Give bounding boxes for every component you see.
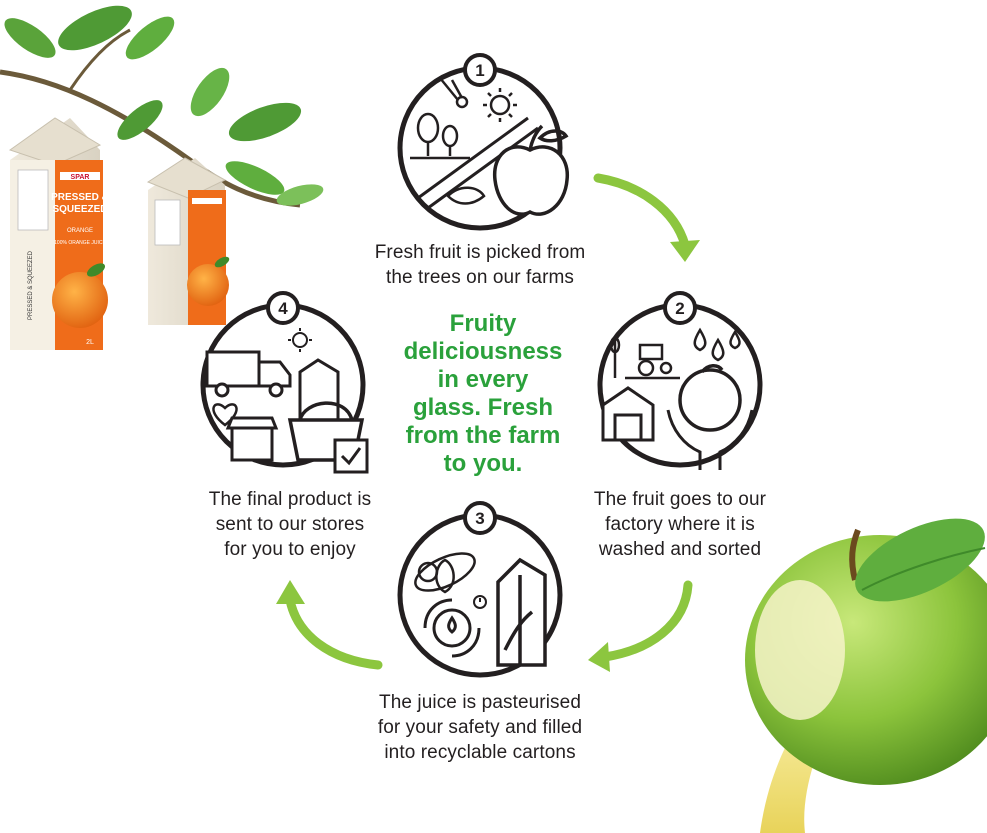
barn-icon (601, 386, 655, 442)
step-1-illustration: 1 (397, 53, 569, 231)
green-apple-decoration (745, 518, 987, 833)
headline-line: deliciousness (403, 338, 563, 365)
headline-line: in every (437, 366, 529, 393)
carton-small (146, 157, 230, 325)
step-1-caption-line: Fresh fruit is picked from (374, 242, 586, 263)
step-2-caption: The fruit goes to our factory where it i… (560, 487, 800, 562)
carton-product-line-1: PRESSED & (51, 192, 109, 203)
clock-icon (473, 595, 487, 609)
headline-line: Fruity (449, 310, 517, 337)
cycle-arrows (276, 173, 700, 672)
step-4-caption-line: for you to enjoy (224, 539, 356, 560)
step-3-number: 3 (475, 509, 484, 528)
step-4-illustration: 4 (200, 291, 369, 474)
apple-icon (493, 124, 569, 216)
branch-leaves-decoration (0, 5, 324, 208)
step-2-caption-line: washed and sorted (598, 539, 762, 560)
step-1-number: 1 (475, 61, 484, 80)
step-3-badge (463, 501, 497, 535)
arrow-step1-to-step2 (593, 173, 690, 250)
heart-icon (212, 403, 238, 427)
arrow-step3-to-step4 (285, 595, 383, 670)
carton-icon (496, 557, 547, 667)
headline-line: glass. Fresh (412, 394, 554, 421)
sun-icon-small (288, 328, 312, 352)
carton-descriptor: 100% ORANGE JUICE (54, 240, 106, 246)
pear-icon (414, 552, 476, 594)
step-1-caption: Fresh fruit is picked from the trees on … (330, 240, 630, 290)
wheat-icon (609, 336, 621, 378)
orange-icon (678, 364, 742, 432)
store-icon (225, 416, 279, 462)
tractor-icon (625, 343, 680, 380)
step-3-illustration: 3 (397, 501, 563, 678)
checkbox-icon (333, 438, 369, 474)
step-4-caption: The final product is sent to our stores … (175, 487, 405, 562)
carton-size: 2L (86, 339, 94, 346)
step-2-number: 2 (675, 299, 684, 318)
branch-icon (417, 116, 539, 210)
center-headline: Fruity deliciousness in every glass. Fre… (372, 310, 594, 478)
carton-flavour: ORANGE (67, 228, 93, 234)
truck-icon (205, 350, 292, 398)
arrow-step2-to-step3 (600, 580, 693, 662)
tree-icon (410, 112, 470, 160)
step-2-caption-line: factory where it is (605, 514, 755, 535)
carton-product-line-2: SQUEEZED (52, 204, 107, 215)
carton-large: SPAR PRESSED & SQUEEZED ORANGE 100% ORAN… (8, 117, 109, 350)
step-1-badge (463, 53, 497, 87)
step-3-caption: The juice is pasteurised for your safety… (335, 690, 625, 765)
milk-carton-icon (298, 358, 340, 430)
step-1-caption-line: the trees on our farms (385, 267, 575, 288)
step-4-caption-line: sent to our stores (215, 514, 365, 535)
sun-icon (483, 88, 517, 122)
step-2-badge (663, 291, 697, 325)
step-3-caption-line: for your safety and filled (377, 717, 583, 738)
step-2-caption-line: The fruit goes to our (593, 489, 767, 510)
leaf-icon (446, 186, 486, 205)
orange-fruit-icon (52, 272, 108, 328)
step-3-caption-line: into recyclable cartons (384, 742, 576, 763)
water-drop-icon (693, 327, 741, 362)
step-4-badge (266, 291, 300, 325)
step-3-caption-line: The juice is pasteurised (378, 692, 581, 713)
carton-brand: SPAR (71, 174, 90, 181)
step-4-caption-line: The final product is (208, 489, 372, 510)
step-4-number: 4 (278, 299, 288, 318)
carton-side-text: PRESSED & SQUEEZED (28, 250, 34, 320)
step-2-illustration: 2 (597, 291, 763, 470)
hands-icon (666, 409, 754, 470)
headline-line: from the farm (405, 422, 561, 449)
headline-line: to you. (443, 450, 523, 477)
gear-icon (423, 598, 481, 658)
secateurs-icon (439, 77, 469, 109)
